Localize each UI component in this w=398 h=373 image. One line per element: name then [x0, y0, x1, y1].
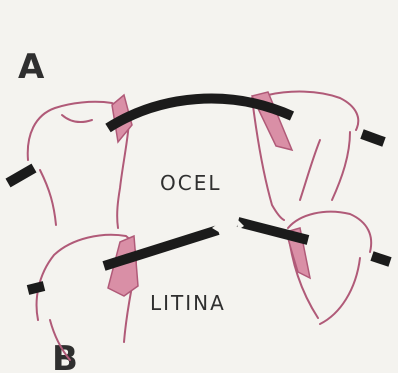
panel-b-letter: B	[52, 339, 78, 373]
panel-b-rod-end-left	[28, 286, 44, 290]
panel-a-rod-end-left	[8, 168, 34, 183]
material-label-ocel: OCEL	[160, 171, 222, 195]
panel-b-rod-end-right	[372, 256, 390, 262]
panel-a-letter: A	[18, 47, 45, 87]
panel-a-rod-end-right	[362, 134, 384, 142]
material-label-litina: LITINA	[150, 291, 226, 315]
